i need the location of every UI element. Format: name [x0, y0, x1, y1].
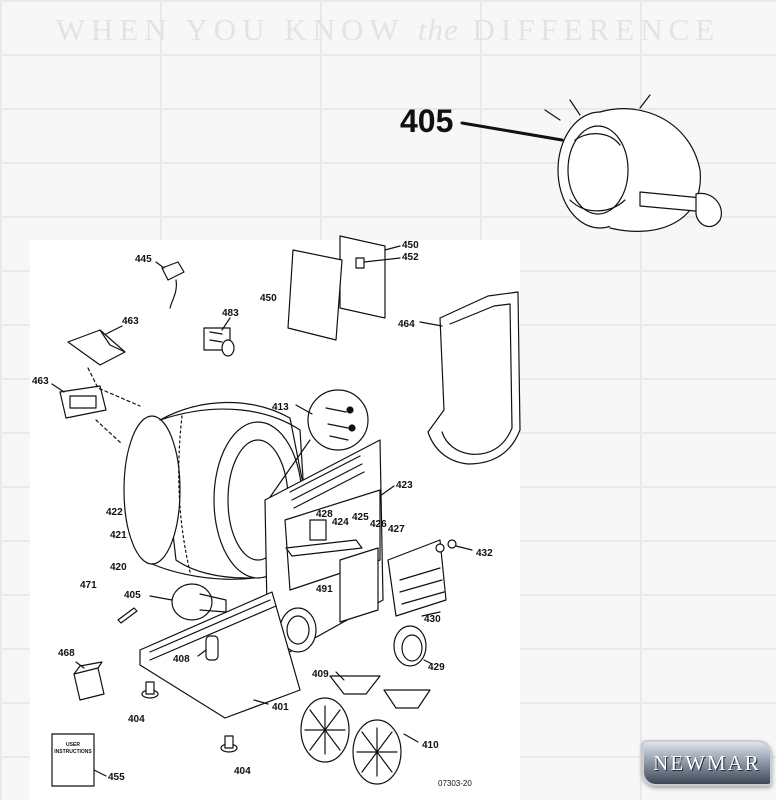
part-label-491: 491 — [316, 584, 333, 595]
spring-408 — [205, 635, 219, 661]
tagline: WHEN YOU KNOW the DIFFERENCE — [0, 12, 776, 48]
base-401 — [139, 591, 301, 719]
panels-450 — [287, 235, 386, 341]
part-label-410: 410 — [422, 740, 439, 751]
part-label-408: 408 — [173, 654, 190, 665]
louver-463 — [67, 329, 126, 366]
pin-471 — [117, 607, 138, 624]
foot-404-b — [220, 735, 238, 753]
vent-463 — [59, 385, 107, 419]
manual-text-line-2: INSTRUCTIONS — [54, 749, 92, 755]
part-label-432: 432 — [476, 548, 493, 559]
part-label-401: 401 — [272, 702, 289, 713]
part-label-430: 430 — [424, 614, 441, 625]
heater-430 — [387, 539, 457, 617]
part-label-420: 420 — [110, 562, 127, 573]
part-label-464: 464 — [398, 319, 415, 330]
part-label-452: 452 — [402, 252, 419, 263]
part-label-404-b: 404 — [234, 766, 251, 777]
part-label-422: 422 — [106, 507, 123, 518]
tagline-part-1: WHEN YOU KNOW — [55, 12, 405, 47]
tagline-part-2: the — [417, 12, 459, 47]
part-label-471: 471 — [80, 580, 97, 591]
blower-409 — [300, 675, 381, 763]
tagline-part-3: DIFFERENCE — [472, 12, 721, 47]
part-label-450-b: 450 — [260, 293, 277, 304]
part-label-463-b: 463 — [32, 376, 49, 387]
part-label-409: 409 — [312, 669, 329, 680]
foot-404-a — [141, 681, 159, 699]
part-label-421: 421 — [110, 530, 127, 541]
cube-468 — [73, 661, 105, 701]
part-label-424: 424 — [332, 517, 349, 528]
part-label-468: 468 — [58, 648, 75, 659]
part-label-427: 427 — [388, 524, 405, 535]
callout-405-large: 405 — [400, 103, 453, 139]
plug-445 — [161, 261, 185, 309]
part-label-426: 426 — [370, 519, 387, 530]
manual-text-line-1: USER — [66, 742, 80, 748]
part-label-423: 423 — [396, 480, 413, 491]
part-label-405: 405 — [124, 590, 141, 601]
part-label-463-a: 463 — [122, 316, 139, 327]
part-label-404-a: 404 — [128, 714, 145, 725]
switch-483 — [203, 327, 235, 357]
roller-detail-413 — [267, 389, 369, 501]
seal-429 — [393, 625, 427, 667]
logo-text: NEWMAR — [653, 750, 761, 775]
part-label-455: 455 — [108, 772, 125, 783]
duct-464 — [427, 291, 521, 465]
blower-410 — [352, 689, 431, 785]
diagram-doc-code: 07303-20 — [438, 779, 472, 788]
part-label-413: 413 — [272, 402, 289, 413]
part-label-483: 483 — [222, 308, 239, 319]
newmar-logo: NEWMAR — [642, 740, 772, 786]
part-label-428: 428 — [316, 509, 333, 520]
motor-405 — [171, 583, 227, 621]
part-label-450-a: 450 — [402, 240, 419, 251]
motor-illustration — [544, 94, 722, 232]
part-label-429: 429 — [428, 662, 445, 673]
manual-455 — [51, 733, 95, 787]
part-label-425: 425 — [352, 512, 369, 523]
part-label-445: 445 — [135, 254, 152, 265]
